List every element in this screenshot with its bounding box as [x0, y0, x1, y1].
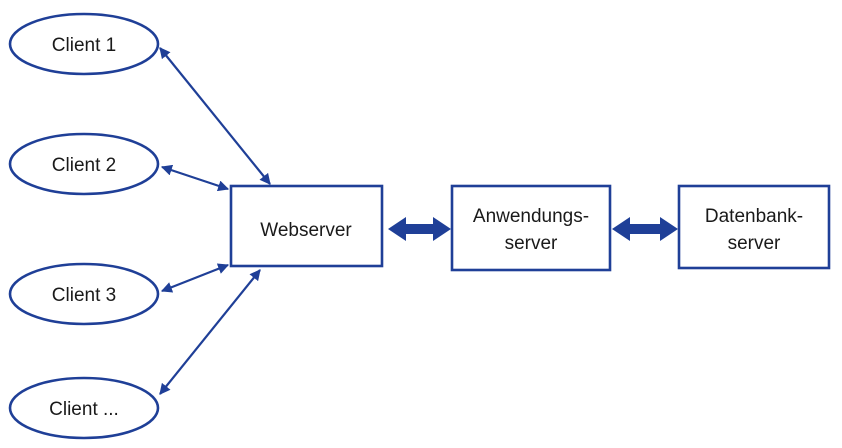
client-more-label: Client ...	[49, 399, 119, 420]
database-server-label-line-1: Datenbank-	[705, 206, 803, 227]
connector-client2-webserver	[160, 164, 230, 192]
application-server-node: Anwendungs- server	[450, 184, 612, 272]
client-more-node: Client ...	[8, 376, 160, 440]
database-server-node: Datenbank- server	[677, 184, 831, 270]
database-server-label-line-2: server	[728, 233, 781, 254]
client-1-node: Client 1	[8, 12, 160, 76]
connector-webserver-application-server	[388, 217, 451, 241]
application-server-label-line-2: server	[505, 233, 558, 254]
connector-application-server-database-server	[612, 217, 678, 241]
client-1-label: Client 1	[52, 35, 116, 56]
connector-clientmore-webserver	[159, 269, 261, 395]
client-3-label: Client 3	[52, 285, 116, 306]
client-2-label: Client 2	[52, 155, 116, 176]
client-2-node: Client 2	[8, 132, 160, 196]
application-server-label-line-1: Anwendungs-	[473, 206, 589, 227]
webserver-node: Webserver	[229, 184, 384, 268]
webserver-label: Webserver	[260, 220, 352, 241]
client-3-node: Client 3	[8, 262, 160, 326]
connector-client3-webserver	[160, 263, 230, 293]
connector-client1-webserver	[159, 47, 271, 185]
